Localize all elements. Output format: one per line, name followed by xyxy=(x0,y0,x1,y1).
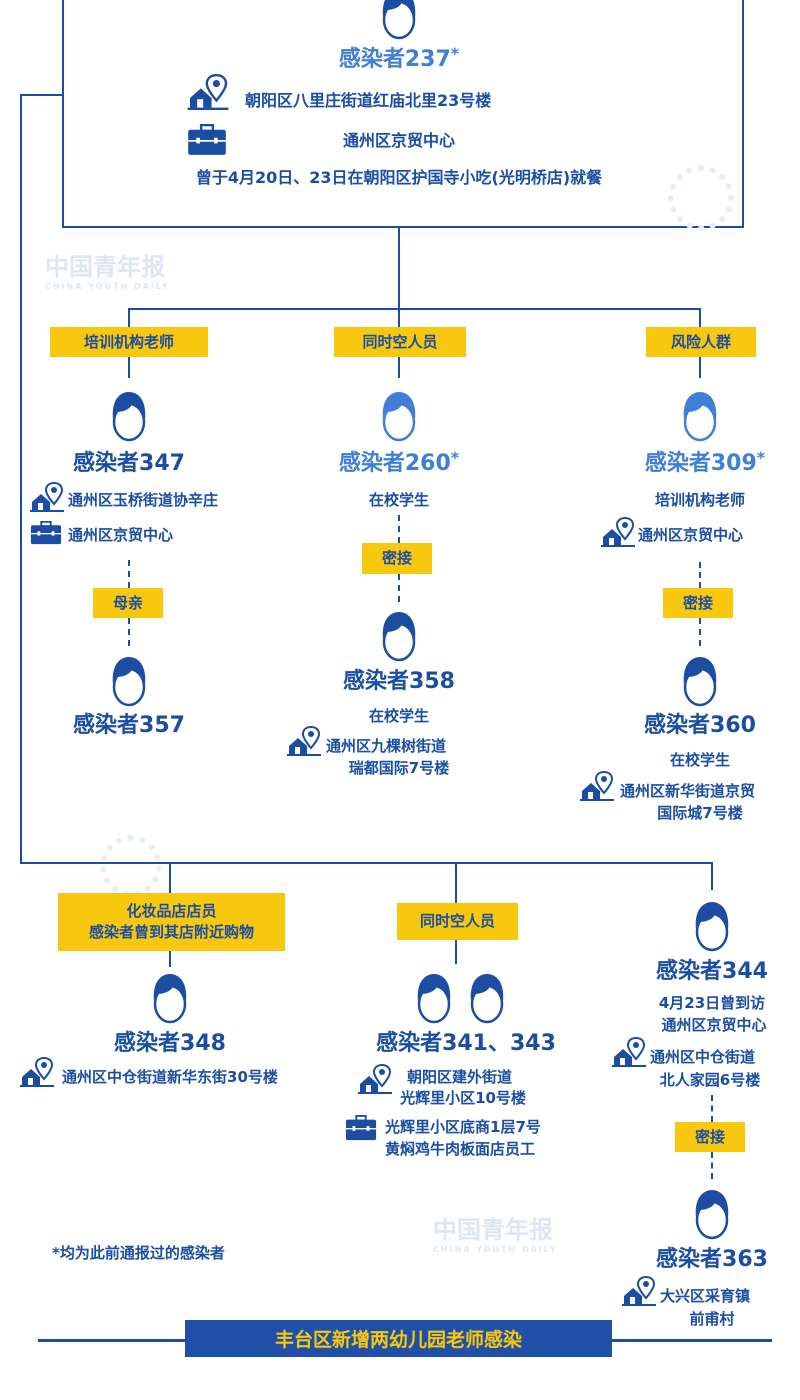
person-icon xyxy=(108,655,150,707)
case-address: 通州区中仓街道新华东街30号楼 xyxy=(62,1068,278,1086)
dashed-connector xyxy=(128,618,130,646)
case-address: 大兴区采育镇 xyxy=(660,1287,751,1305)
dashed-connector xyxy=(398,515,400,543)
case-desc: 4月23日曾到访 xyxy=(658,994,766,1012)
home-location-icon xyxy=(358,1063,392,1094)
case-name: 感染者237* xyxy=(338,44,460,72)
case-workplace: 通州区京贸中心 xyxy=(68,526,174,544)
case-name: 感染者348 xyxy=(114,1031,226,1056)
connector xyxy=(169,862,171,893)
case-desc: 培训机构老师 xyxy=(654,491,746,509)
relation-label: 密接 xyxy=(663,588,733,618)
briefcase-icon xyxy=(30,521,62,545)
case-note: 曾于4月20日、23日在朝阳区护国寺小吃(光明桥店)就餐 xyxy=(195,168,603,187)
home-location-icon xyxy=(580,770,614,801)
person-icon xyxy=(679,655,721,707)
case-name: 感染者358 xyxy=(343,669,455,694)
virus-watermark-icon xyxy=(668,165,734,231)
connector xyxy=(455,940,457,964)
case-workplace: 通州区京贸中心 xyxy=(342,131,456,150)
person-icon xyxy=(149,972,191,1024)
connector xyxy=(129,308,701,310)
dashed-connector xyxy=(711,1152,713,1179)
case-address: 朝阳区建外街道 xyxy=(407,1068,513,1086)
person-icon xyxy=(378,610,420,662)
person-icon xyxy=(691,900,733,952)
case-address: 通州区京贸中心 xyxy=(638,526,744,544)
home-location-icon xyxy=(622,1275,656,1306)
relation-label: 培训机构老师 xyxy=(50,327,208,357)
person-icon xyxy=(466,972,508,1024)
case-name: 感染者360 xyxy=(644,713,756,738)
connector xyxy=(711,862,713,890)
home-location-icon xyxy=(186,73,230,110)
connector xyxy=(398,228,400,308)
connector xyxy=(20,94,22,864)
relation-label: 化妆品店店员感染者曾到其店附近购物 xyxy=(58,893,285,951)
case-address: 瑞都国际7号楼 xyxy=(348,759,450,777)
person-icon xyxy=(691,1188,733,1240)
home-location-icon xyxy=(612,1036,646,1067)
home-location-icon xyxy=(20,1056,54,1087)
home-location-icon xyxy=(30,481,64,512)
case-address: 北人家园6号楼 xyxy=(659,1071,761,1089)
connector xyxy=(20,862,713,864)
dashed-connector xyxy=(128,560,130,588)
relation-label: 母亲 xyxy=(93,588,163,618)
case-desc: 在校学生 xyxy=(669,751,731,769)
relation-label: 同时空人员 xyxy=(397,903,518,940)
case-address: 通州区中仓街道 xyxy=(650,1048,756,1066)
dashed-connector xyxy=(711,1095,713,1122)
relation-label: 风险人群 xyxy=(646,327,756,357)
briefcase-icon xyxy=(345,1115,377,1141)
person-icon xyxy=(679,390,721,442)
label-line: 感染者曾到其店附近购物 xyxy=(88,923,254,941)
person-icon xyxy=(108,390,150,442)
briefcase-icon xyxy=(187,124,227,156)
home-location-icon xyxy=(601,516,635,547)
case-name: 感染者344 xyxy=(656,959,768,984)
case-name: 感染者260* xyxy=(338,448,460,476)
case-address: 国际城7号楼 xyxy=(657,804,743,822)
case-name: 感染者309* xyxy=(644,448,766,476)
case-address: 通州区新华街道京贸 xyxy=(620,782,756,800)
case-address: 通州区九棵树街道 xyxy=(326,737,447,755)
case-workplace: 黄焖鸡牛肉板面店员工 xyxy=(385,1140,536,1158)
connector xyxy=(455,862,457,903)
dashed-connector xyxy=(699,618,701,646)
footnote: *均为此前通报过的感染者 xyxy=(52,1244,225,1262)
person-icon xyxy=(378,0,420,40)
case-desc: 在校学生 xyxy=(368,707,430,725)
case-name: 感染者363 xyxy=(656,1247,768,1272)
relation-label: 同时空人员 xyxy=(334,327,466,357)
label-line: 化妆品店店员 xyxy=(126,902,217,920)
divider-line xyxy=(612,1339,772,1342)
section-title-banner: 丰台区新增两幼儿园老师感染 xyxy=(185,1320,612,1357)
home-location-icon xyxy=(287,725,321,756)
case-name: 感染者347 xyxy=(73,451,185,476)
virus-watermark-icon xyxy=(100,835,162,897)
case-desc: 通州区京贸中心 xyxy=(661,1016,767,1034)
top-case-box xyxy=(62,0,744,228)
dashed-connector xyxy=(699,562,701,588)
case-workplace: 光辉里小区底商1层7号 xyxy=(385,1118,541,1136)
relation-label: 密接 xyxy=(675,1122,745,1152)
case-address: 通州区玉桥街道协辛庄 xyxy=(68,491,219,509)
case-address: 前甫村 xyxy=(689,1310,735,1328)
person-icon xyxy=(378,390,420,442)
case-name: 感染者341、343 xyxy=(376,1031,556,1056)
case-name: 感染者357 xyxy=(73,713,185,738)
case-address: 朝阳区八里庄街道红庙北里23号楼 xyxy=(245,91,492,110)
relation-label: 密接 xyxy=(362,543,432,574)
connector xyxy=(169,951,171,967)
connector xyxy=(20,94,62,96)
case-desc: 在校学生 xyxy=(368,491,430,509)
divider-line xyxy=(38,1339,185,1342)
person-icon xyxy=(413,972,455,1024)
dashed-connector xyxy=(398,574,400,602)
case-address: 光辉里小区10号楼 xyxy=(400,1089,526,1107)
